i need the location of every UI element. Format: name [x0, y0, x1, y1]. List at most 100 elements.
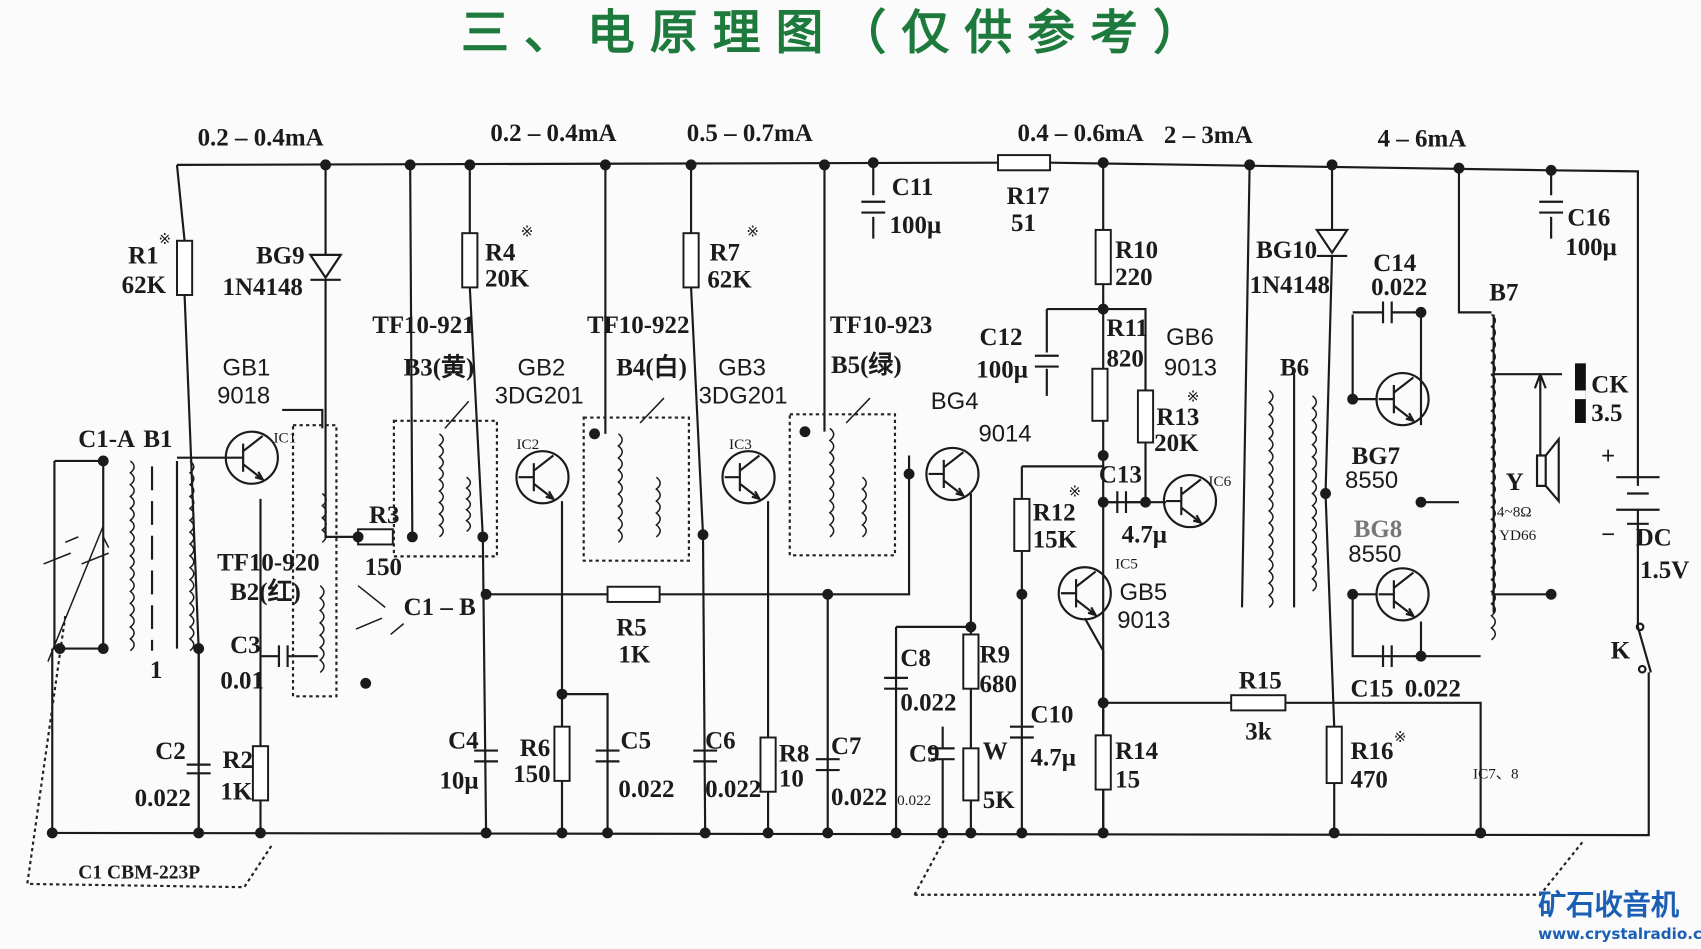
coil	[1311, 395, 1318, 592]
value-y: 4~8Ω	[1497, 503, 1532, 520]
battery-minus: −	[1601, 521, 1615, 548]
label-bg10: BG10	[1256, 237, 1317, 264]
label-r16: R16	[1350, 738, 1393, 765]
label-y: Y	[1506, 469, 1524, 496]
capacitor-c12	[1034, 354, 1059, 368]
junction-dot	[697, 529, 709, 541]
junction-dot	[406, 531, 418, 543]
value-r6: 150	[513, 761, 550, 788]
label-c2: C2	[155, 738, 185, 765]
coil	[129, 460, 135, 652]
label-gb6: GB6	[1166, 324, 1214, 351]
model-b2: TF10-920	[217, 549, 320, 576]
capacitor-c13	[1103, 491, 1146, 514]
resistor-r2	[251, 745, 270, 802]
value-gb3: 3DG201	[699, 382, 788, 409]
label-c15: C15	[1350, 675, 1393, 702]
value-r7: 62K	[707, 266, 752, 293]
label-b2: B2(红)	[230, 577, 301, 606]
label-ic5: IC5	[1115, 555, 1138, 572]
label-c11: C11	[892, 174, 934, 201]
component-labels: R1 62K ※ BG9 1N4148 R4 20K ※ R7 62K ※ C1…	[78, 174, 1689, 883]
current-label: 0.5 – 0.7mA	[687, 120, 813, 147]
label-ic2: IC2	[516, 436, 539, 453]
resistor-r16	[1325, 725, 1343, 785]
mark-r13: ※	[1187, 388, 1200, 405]
label-c7: C7	[831, 733, 861, 760]
label-b1: B1	[143, 426, 172, 453]
label-r3: R3	[369, 502, 399, 529]
junction-dot	[965, 827, 977, 839]
label-r4: R4	[485, 239, 515, 266]
resistor-r13	[1136, 389, 1155, 444]
resistor-r11	[1091, 367, 1109, 422]
junction-dot	[1244, 159, 1256, 171]
junction-dot	[1328, 827, 1340, 839]
label-gb2: GB2	[518, 354, 566, 381]
label-c8: C8	[900, 645, 930, 672]
capacitor-c9	[930, 726, 955, 833]
junction-dot	[54, 643, 66, 654]
junction-dot	[1415, 650, 1427, 662]
value-c9: 0.022	[897, 792, 931, 809]
junction-dot	[1097, 303, 1109, 315]
junction-dot	[699, 827, 711, 839]
transistor-symbol	[1378, 571, 1416, 618]
value-bg10: 1N4148	[1250, 272, 1330, 299]
mark-r12: ※	[1068, 484, 1081, 501]
label-r2: R2	[223, 747, 253, 774]
logo-text: 矿石收音机	[1538, 888, 1680, 921]
label-c9: C9	[909, 740, 939, 767]
mark-r4: ※	[521, 223, 534, 240]
coil	[828, 427, 835, 538]
junction-dot	[903, 468, 915, 480]
junction-dot	[1097, 827, 1109, 839]
junction-dot	[1415, 306, 1427, 318]
junction-dot	[1320, 488, 1331, 499]
label-ic78: IC7、8	[1473, 766, 1519, 783]
coil	[655, 476, 661, 538]
transistors	[224, 372, 1430, 622]
label-r12: R12	[1033, 500, 1076, 527]
value-bg7: 8550	[1345, 467, 1398, 494]
junction-dot	[464, 159, 476, 171]
resistor-r15	[1230, 694, 1287, 712]
value-r8: 10	[779, 765, 804, 792]
label-bg9: BG9	[256, 243, 305, 270]
junction-dot	[480, 588, 492, 600]
label-r10: R10	[1115, 237, 1158, 264]
junction-dot	[1347, 393, 1359, 405]
model-b4: TF10-922	[587, 312, 690, 339]
jack-ck-band	[1574, 390, 1586, 400]
diode-bg9	[308, 253, 343, 281]
diode-bg10	[1314, 228, 1350, 258]
junction-dot	[822, 588, 834, 600]
resistor-r5	[606, 585, 661, 603]
label-r15: R15	[1239, 668, 1282, 695]
coil	[188, 460, 195, 652]
capacitor-c15	[1381, 645, 1393, 668]
battery-plus: +	[1601, 443, 1615, 470]
junction-dot	[1016, 588, 1028, 600]
label-dc: DC	[1636, 525, 1672, 552]
value-dc: 1.5V	[1640, 557, 1689, 584]
capacitor-c7	[815, 758, 840, 772]
value-r13: 20K	[1154, 430, 1199, 457]
label-b3: B3(黄)	[404, 353, 475, 381]
transistor-symbol	[724, 454, 762, 501]
junction-dot	[1097, 157, 1109, 169]
current-label: 2 – 3mA	[1164, 122, 1253, 149]
capacitor-c4	[474, 749, 499, 763]
junction-dot	[1016, 827, 1028, 839]
junction-dot	[1097, 496, 1109, 508]
current-label: 0.2 – 0.4mA	[490, 120, 616, 147]
coil	[318, 585, 325, 674]
speaker-icon	[1533, 373, 1560, 505]
model-b5: TF10-923	[830, 312, 933, 339]
junction-dot	[97, 643, 109, 654]
transistor-symbol	[518, 454, 556, 501]
value-r14: 15	[1115, 766, 1140, 793]
current-label: 4 – 6mA	[1378, 125, 1467, 152]
value-c12: 100μ	[976, 356, 1028, 383]
value-gb2: 3DG201	[495, 382, 584, 409]
